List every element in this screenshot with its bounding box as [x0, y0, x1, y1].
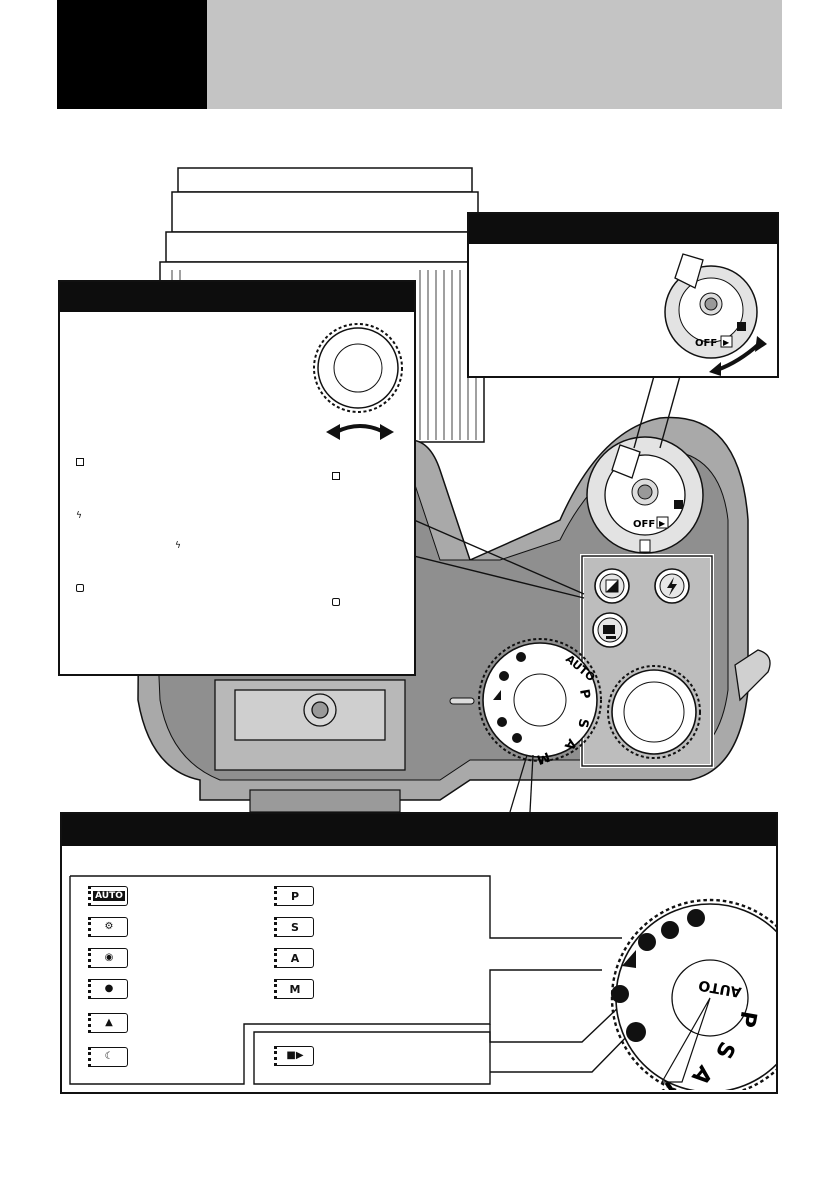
mode-tag-night-portrait: ☾ — [88, 1047, 128, 1067]
chapter-tab-block — [57, 0, 207, 109]
movie-icon: ■▶ — [286, 1050, 304, 1061]
night-portrait-icon: ☾ — [104, 1051, 114, 1062]
callout-title-bar — [62, 814, 776, 846]
landscape-icon: ▲ — [105, 1017, 113, 1028]
landscape-icon — [622, 950, 636, 968]
hot-shoe — [214, 679, 406, 771]
portrait-icon — [638, 933, 656, 951]
portrait-icon: ● — [104, 983, 114, 994]
mode-tag-night-landscape: ◉ — [88, 948, 128, 968]
scene-sports-icon: ⚙ — [104, 921, 114, 932]
night-landscape-icon: ◉ — [104, 952, 114, 963]
chapter-title-band — [207, 0, 782, 109]
callout-title-bar — [60, 282, 414, 312]
buttons-callout-leader — [414, 520, 585, 599]
mode-dial-detail: AUTO P S A M — [610, 898, 776, 1090]
movie-icon — [626, 1022, 646, 1042]
command-dial[interactable] — [607, 665, 701, 759]
night-landscape-icon — [687, 909, 705, 927]
mode-dial-callout: AUTO ⚙ ◉ ● ▲ ☾ P S A M ■▶ AUTO P S A M — [60, 812, 778, 1094]
night-portrait-icon — [611, 985, 629, 1003]
buttons-callout: ϟ ϟ — [58, 280, 416, 676]
exposure-compensation-icon — [76, 458, 84, 466]
continuous-shooting-icon — [332, 598, 340, 606]
mode-tag-auto: AUTO — [88, 886, 128, 906]
scene-sports-icon — [661, 921, 679, 939]
button-cluster — [580, 554, 714, 768]
mode-tag-sports: ⚙ — [88, 917, 128, 937]
mode-tag-m: M — [274, 979, 314, 999]
mode-tag-s: S — [274, 917, 314, 937]
svg-text:P: P — [576, 688, 592, 700]
power-callout-leader — [633, 376, 681, 449]
mode-tag-landscape: ▲ — [88, 1013, 128, 1033]
svg-text:P: P — [733, 1009, 760, 1029]
flash-icon: ϟ — [175, 541, 181, 551]
mode-tag-movie: ■▶ — [274, 1046, 314, 1066]
power-switch[interactable]: OFF ▶ — [586, 436, 704, 554]
power-switch-callout: OFF ▶ — [467, 212, 779, 378]
exposure-compensation-button[interactable] — [594, 568, 630, 604]
callout-title-bar — [469, 214, 777, 244]
svg-text:▶: ▶ — [723, 338, 730, 347]
mode-tag-portrait: ● — [88, 979, 128, 999]
flash-button[interactable] — [654, 568, 690, 604]
rotate-arrow-icon — [335, 424, 385, 434]
power-switch-detail: OFF ▶ — [664, 253, 767, 376]
camera-icon — [737, 322, 746, 331]
svg-text:OFF: OFF — [695, 338, 717, 349]
power-switch-off-label: OFF — [633, 519, 655, 530]
command-dial-detail — [313, 323, 403, 440]
mode-tag-a: A — [274, 948, 314, 968]
svg-text:S: S — [574, 717, 590, 729]
continuous-shooting-button[interactable] — [592, 612, 628, 648]
svg-text:AUTO: AUTO — [697, 977, 742, 1000]
exposure-compensation-icon — [332, 472, 340, 480]
mode-tag-p: P — [274, 886, 314, 906]
svg-text:▶: ▶ — [659, 519, 666, 528]
continuous-shooting-icon — [76, 584, 84, 592]
flash-icon: ϟ — [76, 511, 82, 521]
camera-icon — [674, 500, 683, 509]
svg-text:M: M — [534, 748, 551, 767]
